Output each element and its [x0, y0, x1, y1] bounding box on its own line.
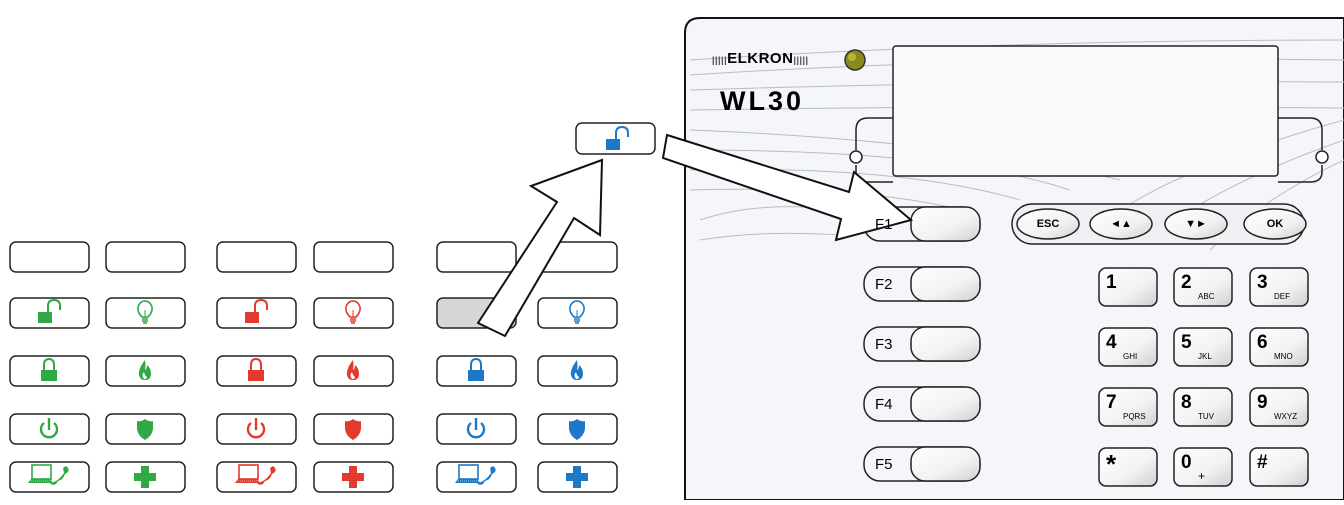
- key-label-green-blank: [9, 241, 90, 273]
- function-key-label-f2: F2: [875, 276, 893, 293]
- computer-phone-icon: [235, 464, 276, 485]
- function-key-f1[interactable]: [910, 206, 981, 242]
- model-name: WL30: [720, 86, 805, 116]
- keypad-key-1[interactable]: [1098, 267, 1158, 307]
- key-label-green-blank: [105, 241, 186, 273]
- nav-key-label-left-up: ◄▲: [1110, 218, 1132, 230]
- floating-key-label: [575, 122, 656, 155]
- key-label-blue-blank: [436, 241, 517, 273]
- function-key-label-f4: F4: [875, 396, 893, 413]
- arrow-from-grid-to-label: [476, 158, 604, 338]
- keypad-key-6[interactable]: [1249, 327, 1309, 367]
- computer-phone-icon: [455, 464, 496, 485]
- bulb-icon: [569, 300, 585, 324]
- keypad-digit-0: 0: [1181, 452, 1192, 473]
- keypad-digit-8: 8: [1181, 392, 1192, 413]
- arrow-from-label-to-key: [661, 133, 914, 242]
- bulb-icon: [345, 300, 361, 324]
- keypad-digit-7: 7: [1106, 392, 1117, 413]
- nav-key-label-down-right: ▼►: [1185, 218, 1207, 230]
- bulb-icon: [137, 300, 153, 324]
- lock-icon: [248, 357, 264, 381]
- keypad-key-0[interactable]: [1173, 447, 1233, 487]
- keypad-digit-9: 9: [1257, 392, 1268, 413]
- lcd-display: [892, 45, 1279, 177]
- shield-icon: [345, 419, 361, 440]
- plus-icon: [134, 466, 156, 488]
- key-label-red-blank: [216, 241, 297, 273]
- nav-key-label-esc: ESC: [1036, 218, 1060, 230]
- keypad-key-star[interactable]: [1098, 447, 1158, 487]
- keypad-digit-2: 2: [1181, 272, 1192, 293]
- keypad-digit-3: 3: [1257, 272, 1268, 293]
- keypad-digit-6: 6: [1257, 332, 1268, 353]
- flame-icon: [138, 360, 151, 380]
- keypad-key-4[interactable]: [1098, 327, 1158, 367]
- keypad-digit-hash: #: [1257, 452, 1268, 473]
- keypad-letters-5: JKL: [1198, 352, 1212, 361]
- unlock-icon: [38, 298, 61, 323]
- brand-text: ELKRON: [727, 50, 794, 67]
- nav-key-ok[interactable]: [1243, 208, 1307, 240]
- flame-icon: [570, 360, 583, 380]
- function-key-f4[interactable]: [910, 386, 981, 422]
- function-key-f3[interactable]: [910, 326, 981, 362]
- unlock-icon: [245, 298, 268, 323]
- keypad-letters-6: MNO: [1274, 352, 1293, 361]
- brand-logo: |||||ELKRON|||||: [712, 50, 809, 67]
- shield-icon: [137, 419, 153, 440]
- keypad-letters-2: ABC: [1198, 292, 1215, 301]
- keypad-letters-8: TUV: [1198, 412, 1214, 421]
- keypad-key-3[interactable]: [1249, 267, 1309, 307]
- plus-icon: [566, 466, 588, 488]
- keypad-letters-7: PQRS: [1123, 412, 1146, 421]
- keypad-digit-1: 1: [1106, 272, 1117, 293]
- nav-key-esc[interactable]: [1016, 208, 1080, 240]
- power-icon: [39, 418, 59, 439]
- icon-label-grid: [9, 241, 618, 493]
- power-icon: [466, 418, 486, 439]
- unlock-icon: [606, 125, 629, 150]
- bracket-dot-left: [849, 150, 863, 164]
- status-led: [844, 49, 866, 71]
- keypad-key-hash[interactable]: [1249, 447, 1309, 487]
- key-label-red-blank: [313, 241, 394, 273]
- keypad-letters-3: DEF: [1274, 292, 1290, 301]
- keypad-letters-0: +: [1198, 469, 1206, 483]
- keypad-device: [684, 17, 1344, 501]
- computer-phone-icon: [28, 464, 69, 485]
- power-icon: [246, 418, 266, 439]
- shield-icon: [569, 419, 585, 440]
- nav-key-down-right[interactable]: [1164, 208, 1228, 240]
- keypad-key-7[interactable]: [1098, 387, 1158, 427]
- function-key-f5[interactable]: [910, 446, 981, 482]
- function-key-label-f5: F5: [875, 456, 893, 473]
- keypad-key-2[interactable]: [1173, 267, 1233, 307]
- nav-key-label-ok: OK: [1266, 218, 1284, 230]
- plus-icon: [342, 466, 364, 488]
- keypad-digit-5: 5: [1181, 332, 1192, 353]
- function-key-f2[interactable]: [910, 266, 981, 302]
- lock-icon: [468, 357, 484, 381]
- keypad-key-5[interactable]: [1173, 327, 1233, 367]
- keypad-key-8[interactable]: [1173, 387, 1233, 427]
- keypad-letters-4: GHI: [1123, 352, 1138, 361]
- lock-icon: [41, 357, 57, 381]
- nav-key-left-up[interactable]: [1089, 208, 1153, 240]
- bracket-dot-right: [1315, 150, 1329, 164]
- keypad-digit-star: *: [1106, 449, 1117, 479]
- keypad-key-9[interactable]: [1249, 387, 1309, 427]
- keypad-letters-9: WXYZ: [1274, 412, 1298, 421]
- keypad-digit-4: 4: [1106, 332, 1117, 353]
- function-key-label-f3: F3: [875, 336, 893, 353]
- function-key-label-f1: F1: [875, 216, 893, 233]
- flame-icon: [346, 360, 359, 380]
